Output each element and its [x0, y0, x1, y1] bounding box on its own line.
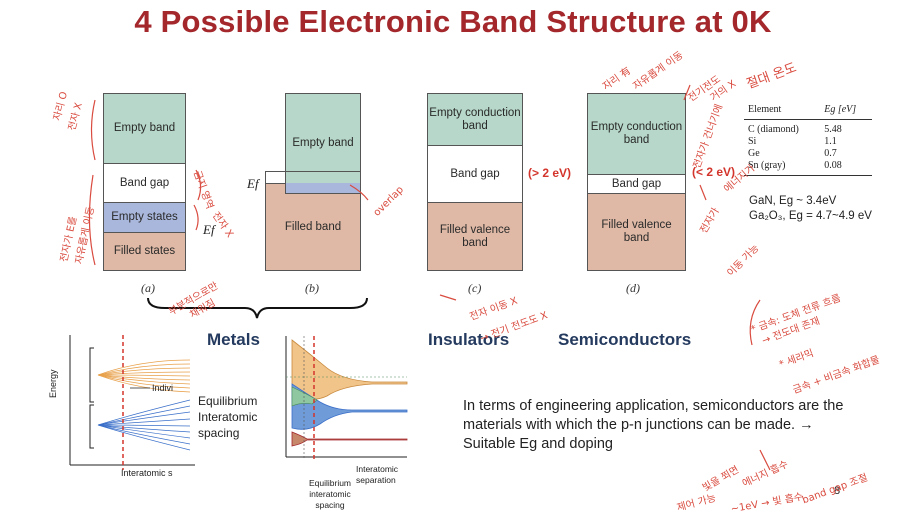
eg-table-container: Element Eg [eV] C (diamond) 5.48 Si 1.1 Ge… [744, 104, 872, 176]
c-band-gap: Band gap [427, 145, 523, 203]
b-caption: (b) [305, 281, 319, 295]
d-gap-note: (< 2 eV) [692, 165, 736, 179]
eg-row-element: Sn (gray) [748, 160, 786, 171]
lower-left-x-label: Interatomic s [121, 468, 173, 478]
individual-label: Indivi [152, 383, 174, 393]
eg-row-value: 0.08 [824, 160, 842, 171]
c-gap-note: (> 2 eV) [528, 166, 572, 180]
equilibrium-small-label: Equilibrium interatomic spacing [308, 478, 352, 510]
b-filled-label: Filled band [284, 220, 342, 233]
d-filled-band: Filled valence band [587, 193, 686, 271]
eg-row-value: 5.48 [824, 124, 842, 135]
b-filled-band: Filled band [265, 183, 361, 271]
separation-label: Interatomic separation [356, 464, 399, 485]
eg-row-value: 1.1 [824, 136, 837, 147]
eg-row-element: C (diamond) [748, 124, 799, 135]
eg-table-header: Element Eg [eV] [744, 104, 872, 120]
eg-table: Element Eg [eV] C (diamond) 5.48 Si 1.1 Ge… [744, 104, 872, 176]
eg-row-value: 0.7 [824, 148, 837, 159]
b-filled-top-outline [265, 171, 361, 184]
slide-title: 4 Possible Electronic Band Structure at … [134, 4, 772, 39]
insulators-label: Insulators [428, 330, 510, 349]
eg-row-element: Ge [748, 148, 760, 159]
metals-bracket [147, 297, 368, 319]
a-filled-states: Filled states [103, 232, 186, 271]
c-filled-band: Filled valence band [427, 202, 523, 271]
b-overlap-region [285, 183, 361, 194]
lower-left-plot-graphic [69, 335, 195, 470]
eg-row-element: Si [748, 136, 757, 147]
metals-label: Metals [207, 330, 260, 349]
d-band-gap: Band gap [587, 174, 686, 194]
engineering-paragraph: In terms of engineering application, sem… [463, 398, 844, 452]
ga2o3-note: Ga₂O₃, Eg = 4.7~4.9 eV [749, 210, 872, 222]
b-fermi-label: Ef [247, 176, 259, 191]
eg-header-value: Eg [eV] [824, 104, 857, 115]
eg-header-element: Element [748, 104, 782, 115]
d-caption: (d) [626, 281, 640, 295]
c-caption: (c) [468, 281, 482, 295]
a-empty-band: Empty band [103, 93, 186, 164]
a-empty-states: Empty states [103, 202, 186, 233]
page-number: 8 [834, 485, 841, 497]
semiconductors-label: Semiconductors [558, 330, 692, 349]
a-caption: (a) [141, 281, 155, 295]
equilibrium-label: Equilibrium Interatomic spacing [198, 394, 258, 440]
a-fermi-label: Ef [203, 222, 215, 237]
lower-middle-plot-graphic [285, 336, 408, 460]
c-empty-band: Empty conduction band [427, 93, 523, 146]
gan-note: GaN, Eg ~ 3.4eV [749, 195, 837, 207]
d-empty-band: Empty conduction band [587, 93, 686, 175]
